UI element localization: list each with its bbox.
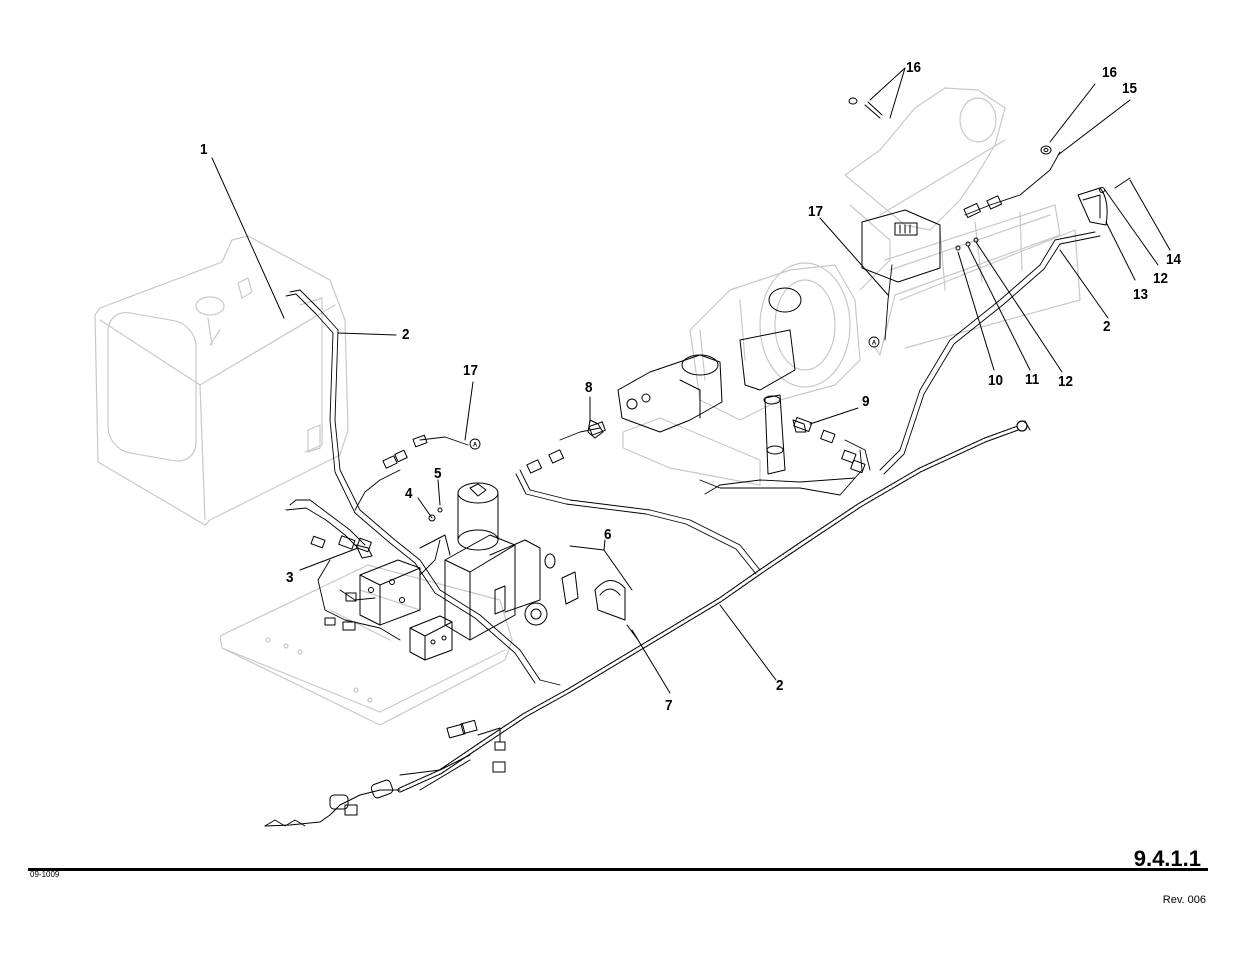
harness-end-connectors bbox=[264, 719, 506, 827]
harness-connectors bbox=[310, 195, 1003, 631]
main-harness bbox=[397, 420, 1031, 793]
callout-8: 8 bbox=[585, 379, 593, 396]
callout-16: 16 bbox=[906, 59, 922, 76]
hardware-fasteners bbox=[848, 97, 1131, 251]
callout-10: 10 bbox=[988, 372, 1004, 389]
pump-motor-assembly bbox=[444, 482, 548, 641]
hydraulic-tank bbox=[94, 235, 349, 526]
callout-9: 9 bbox=[862, 393, 870, 410]
callout-17: 17 bbox=[463, 362, 479, 379]
callout-6: 6 bbox=[604, 526, 612, 543]
beacon-light bbox=[544, 553, 639, 641]
callout-17: 17 bbox=[808, 203, 824, 220]
connector-a-label: A bbox=[473, 443, 478, 449]
callout-2: 2 bbox=[1103, 318, 1111, 335]
revision-label: Rev. 006 bbox=[1162, 894, 1206, 906]
callout-4: 4 bbox=[405, 485, 413, 502]
callout-15: 15 bbox=[1122, 80, 1138, 97]
figure-id: 09-1009 bbox=[30, 870, 60, 879]
connector-a-label: A bbox=[872, 341, 877, 347]
leader-lines bbox=[211, 67, 1171, 694]
footer-rule bbox=[28, 868, 1208, 871]
callout-16: 16 bbox=[1102, 64, 1118, 81]
callout-2: 2 bbox=[776, 677, 784, 694]
callout-14: 14 bbox=[1166, 251, 1182, 268]
callout-1: 1 bbox=[200, 141, 208, 158]
callout-3: 3 bbox=[286, 569, 294, 586]
engine-pump bbox=[622, 262, 861, 486]
boom-frame bbox=[844, 87, 1081, 356]
callout-2: 2 bbox=[402, 326, 410, 343]
control-box bbox=[861, 209, 941, 283]
hydraulic-pump bbox=[617, 287, 802, 475]
callout-11: 11 bbox=[1025, 371, 1040, 388]
pressure-switches bbox=[355, 419, 807, 559]
callout-12: 12 bbox=[1153, 270, 1169, 287]
callout-5: 5 bbox=[434, 465, 442, 482]
valve-block bbox=[359, 534, 453, 661]
callout-12: 12 bbox=[1058, 373, 1074, 390]
platform-plate bbox=[219, 564, 513, 726]
harness-branches bbox=[285, 151, 1101, 686]
page-number: 9.4.1.1 bbox=[1133, 846, 1201, 871]
callout-13: 13 bbox=[1133, 286, 1149, 303]
connector-a-bubbles bbox=[469, 336, 880, 450]
callout-7: 7 bbox=[665, 697, 673, 714]
